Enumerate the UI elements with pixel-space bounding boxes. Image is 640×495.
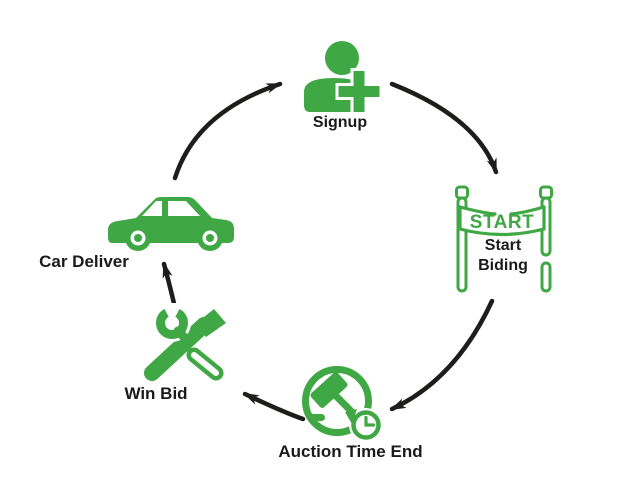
tools-icon xyxy=(144,303,226,381)
car-icon xyxy=(108,197,234,251)
arrow-car-deliver-to-signup xyxy=(172,81,283,181)
arrow-auction-time-end-to-win-bid xyxy=(242,391,306,422)
start-biding-label: Start Biding xyxy=(478,237,528,275)
auction-time-end-label: Auction Time End xyxy=(278,442,423,461)
arrow-start-biding-to-auction-time-end xyxy=(389,298,495,412)
arrow-signup-to-start-biding xyxy=(389,81,499,175)
signup-label: Signup xyxy=(312,114,368,131)
auction-gavel-clock-icon xyxy=(302,366,383,442)
car-deliver-label: Car Deliver xyxy=(39,252,129,271)
win-bid-label: Win Bid xyxy=(124,384,188,403)
start-banner-icon: START xyxy=(455,185,553,293)
start-banner-text: START xyxy=(470,212,534,233)
user-plus-icon xyxy=(304,41,382,114)
